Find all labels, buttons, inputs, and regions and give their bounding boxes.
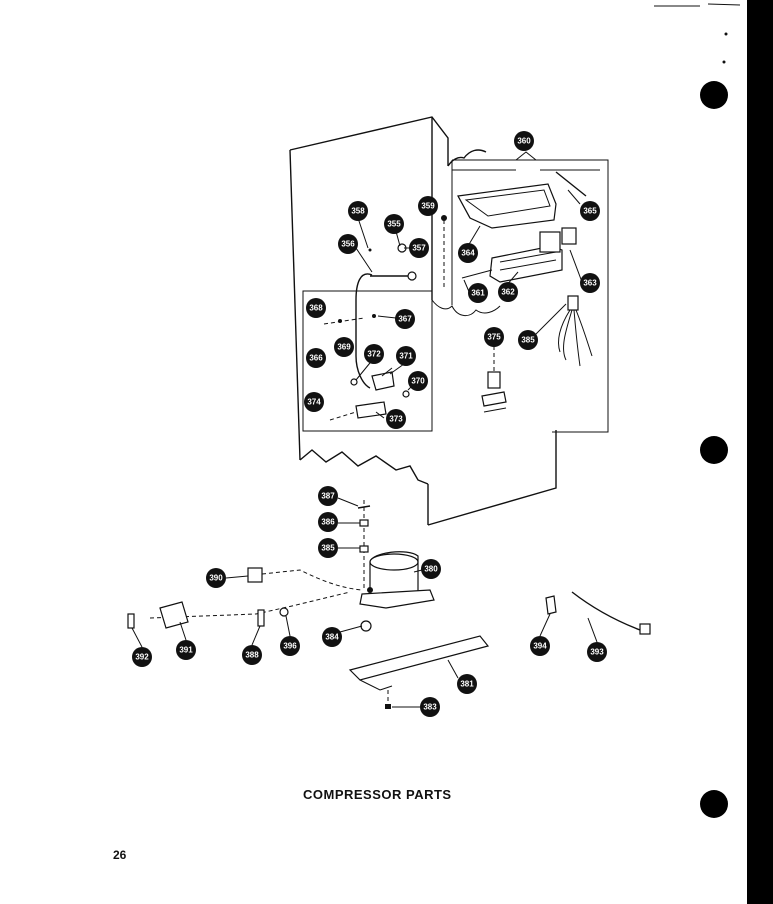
callout-388: 388 [242,645,262,665]
svg-text:394: 394 [533,642,547,651]
svg-text:392: 392 [135,653,149,662]
svg-text:387: 387 [321,492,335,501]
callout-370: 370 [408,371,428,391]
svg-text:372: 372 [367,350,381,359]
callout-373: 373 [386,409,406,429]
ice-maker-module [461,227,577,283]
binder-hole-top [700,81,728,109]
svg-text:384: 384 [325,633,339,642]
callout-366: 366 [306,348,326,368]
ice-bin [457,171,587,229]
svg-text:367: 367 [398,315,412,324]
svg-text:385: 385 [521,336,535,345]
svg-text:391: 391 [179,646,193,655]
relay-parts [127,567,372,632]
ice-maker-box [451,151,609,433]
svg-text:375: 375 [487,333,501,342]
callouts: 360 364 365 363 362 361 359 358 355 357 … [132,131,607,717]
svg-text:358: 358 [351,207,365,216]
svg-text:388: 388 [245,651,259,660]
svg-text:362: 362 [501,288,515,297]
callout-396: 396 [280,636,300,656]
svg-text:385: 385 [321,544,335,553]
power-cord [545,591,651,635]
binder-hole-middle [700,436,728,464]
diagram-caption: COMPRESSOR PARTS [303,787,452,802]
binder-hole-bottom [700,790,728,818]
svg-text:361: 361 [471,289,485,298]
svg-text:386: 386 [321,518,335,527]
callout-364: 364 [458,243,478,263]
callout-368: 368 [306,298,326,318]
callout-371: 371 [396,346,416,366]
svg-text:383: 383 [423,703,437,712]
callout-390: 390 [206,568,226,588]
callout-362: 362 [498,282,518,302]
page-edge-bar [747,0,773,904]
svg-text:396: 396 [283,642,297,651]
svg-text:357: 357 [412,244,426,253]
scan-marks [654,3,741,64]
callout-387: 387 [318,486,338,506]
base-plate [348,635,490,709]
callout-361: 361 [468,283,488,303]
svg-text:373: 373 [389,415,403,424]
fastener [441,215,447,221]
svg-text:359: 359 [421,202,435,211]
callout-372: 372 [364,344,384,364]
callout-355: 355 [384,214,404,234]
svg-text:380: 380 [424,565,438,574]
svg-text:355: 355 [387,220,401,229]
callout-360: 360 [514,131,534,151]
svg-text:364: 364 [461,249,475,258]
callout-386: 386 [318,512,338,532]
svg-text:369: 369 [337,343,351,352]
lower-leader-lines [131,497,598,708]
leader-lines [225,189,583,579]
svg-text:390: 390 [209,574,223,583]
svg-text:393: 393 [590,648,604,657]
callout-381: 381 [457,674,477,694]
callout-365: 365 [580,201,600,221]
callout-357: 357 [409,238,429,258]
svg-text:368: 368 [309,304,323,313]
mount-stack [357,500,371,590]
callout-393: 393 [587,642,607,662]
valve-box [302,290,433,432]
callout-356: 356 [338,234,358,254]
callout-384: 384 [322,627,342,647]
callout-383: 383 [420,697,440,717]
svg-text:374: 374 [307,398,321,407]
callout-392: 392 [132,647,152,667]
svg-text:381: 381 [460,680,474,689]
svg-text:363: 363 [583,279,597,288]
compressor [359,551,435,609]
callout-380: 380 [421,559,441,579]
callout-385: 385 [318,538,338,558]
callout-359: 359 [418,196,438,216]
callout-375: 375 [484,327,504,347]
callout-385-harness: 385 [518,330,538,350]
fill-tube [355,243,417,389]
svg-text:365: 365 [583,207,597,216]
svg-text:370: 370 [411,377,425,386]
callout-369: 369 [334,337,354,357]
page-number: 26 [113,848,127,862]
svg-text:371: 371 [399,352,413,361]
callout-363: 363 [580,273,600,293]
callout-358: 358 [348,201,368,221]
callout-374: 374 [304,392,324,412]
callout-391: 391 [176,640,196,660]
svg-text:360: 360 [517,137,531,146]
callout-367: 367 [395,309,415,329]
svg-text:366: 366 [309,354,323,363]
svg-text:356: 356 [341,240,355,249]
callout-394: 394 [530,636,550,656]
cabinet-outline [289,116,557,526]
wire-harness [557,295,593,367]
valve-assembly [481,346,507,413]
